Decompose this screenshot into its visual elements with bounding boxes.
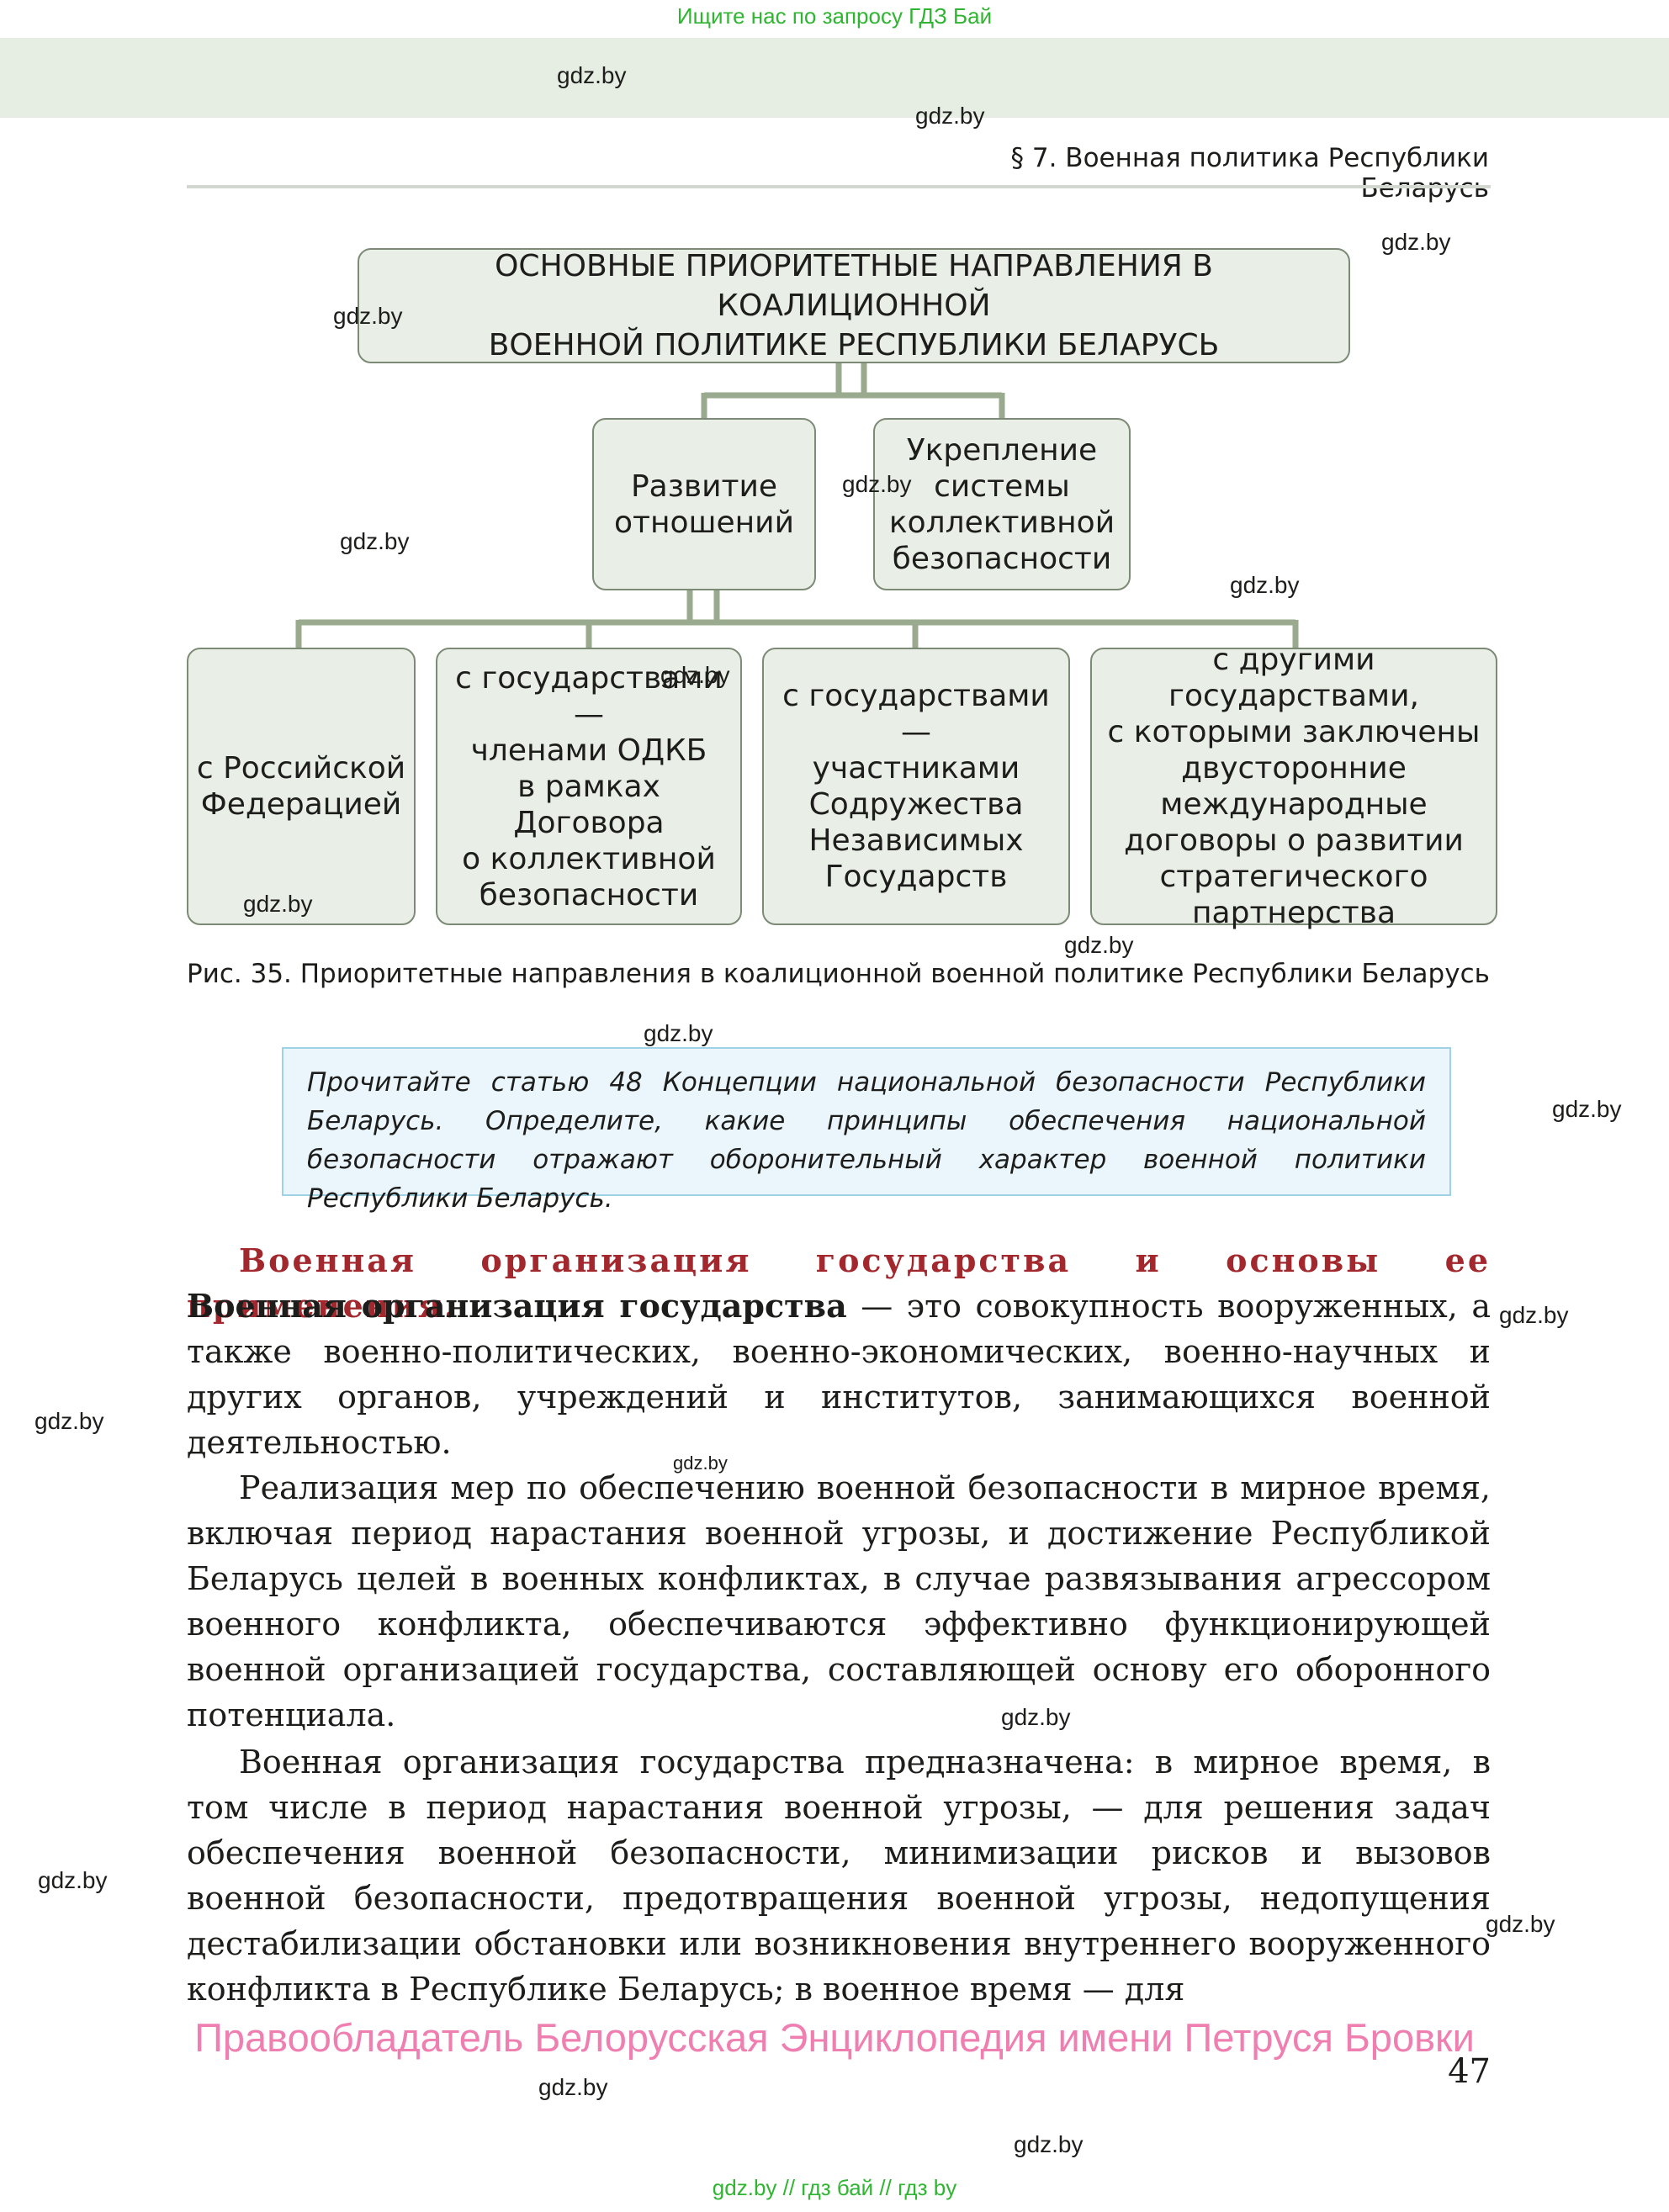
running-header: § 7. Военная политика Республики Беларус… [1010, 143, 1489, 204]
watermark: gdz.by [673, 1453, 728, 1474]
diagram-main-box: ОСНОВНЫЕ ПРИОРИТЕТНЫЕ НАПРАВЛЕНИЯ В КОАЛ… [358, 248, 1350, 363]
watermark: gdz.by [1064, 932, 1134, 958]
watermark: gdz.by [538, 2074, 608, 2100]
diagram-cis-box: с государствами — участниками Содружеств… [762, 648, 1070, 925]
top-banner-text[interactable]: Ищите нас по запросу ГДЗ Бай [676, 3, 993, 29]
watermark: gdz.by [1499, 1302, 1569, 1328]
watermark: gdz.by [1001, 1704, 1071, 1730]
diagram-russia-text: с Российской Федерацией [196, 751, 406, 822]
diagram-collective-security-box: Укрепление системы коллективной безопасн… [873, 418, 1131, 590]
watermark: gdz.by [1014, 2131, 1084, 2157]
watermark: gdz.by [1230, 572, 1300, 598]
watermark: gdz.by [557, 62, 627, 88]
watermark: gdz.by [644, 1020, 713, 1046]
diagram-main-text: ОСНОВНЫЕ ПРИОРИТЕТНЫЕ НАПРАВЛЕНИЯ В КОАЛ… [488, 249, 1220, 362]
paragraph-purpose: Военная организация государства предназн… [187, 1744, 1491, 2008]
footer-links[interactable]: gdz.by // гдз бай // гдз by [712, 2175, 957, 2200]
task-box [282, 1047, 1451, 1196]
section-heading: Военная организация государства и основы… [187, 1241, 1491, 1325]
watermark: gdz.by [333, 303, 403, 329]
task-text: Прочитайте статью 48 Концепции националь… [307, 1067, 1426, 1214]
diagram-strategic-partnership-box: с другими государствами, с которыми закл… [1090, 643, 1497, 930]
diagram-collective-security-text: Укрепление системы коллективной безопасн… [888, 432, 1115, 576]
top-band [0, 38, 1669, 118]
header-rule [187, 185, 1491, 188]
watermark: gdz.by [243, 891, 313, 917]
paragraph-definition: Военная организация государства — это со… [187, 1283, 1491, 1465]
diagram-relations-box: Развитие отношений [592, 418, 816, 590]
watermark: gdz.by [1381, 229, 1451, 255]
watermark: gdz.by [842, 471, 912, 497]
watermark: gdz.by [38, 1867, 108, 1893]
diagram-cis-text: с государствами — участниками Содружеств… [782, 679, 1050, 894]
paragraph-implementation: Реализация мер по обеспечению военной бе… [187, 1469, 1491, 1733]
watermark: gdz.by [1486, 1911, 1555, 1937]
copyright-line: Правообладатель Белорусская Энциклопедия… [194, 2015, 1475, 2060]
page-number: 47 [1448, 2052, 1491, 2091]
watermark: gdz.by [1552, 1096, 1622, 1122]
watermark: gdz.by [915, 103, 985, 129]
watermark: gdz.by [660, 662, 730, 688]
figure-caption: Рис. 35. Приоритетные направления в коал… [187, 959, 1490, 989]
diagram-strategic-partnership-text: с другими государствами, с которыми закл… [1107, 643, 1481, 930]
watermark: gdz.by [340, 528, 410, 554]
diagram-russia-box: с Российской Федерацией [187, 648, 416, 925]
definition-text: — это совокупность вооруженных, а также … [187, 1288, 1491, 1461]
diagram-odkb-box: с государствами — членами ОДКБ в рамках … [436, 648, 742, 925]
diagram-odkb-text: с государствами — членами ОДКБ в рамках … [455, 660, 723, 913]
defined-term: Военная организация государства [187, 1287, 847, 1325]
diagram-relations-text: Развитие отношений [614, 468, 794, 540]
watermark: gdz.by [34, 1408, 104, 1434]
